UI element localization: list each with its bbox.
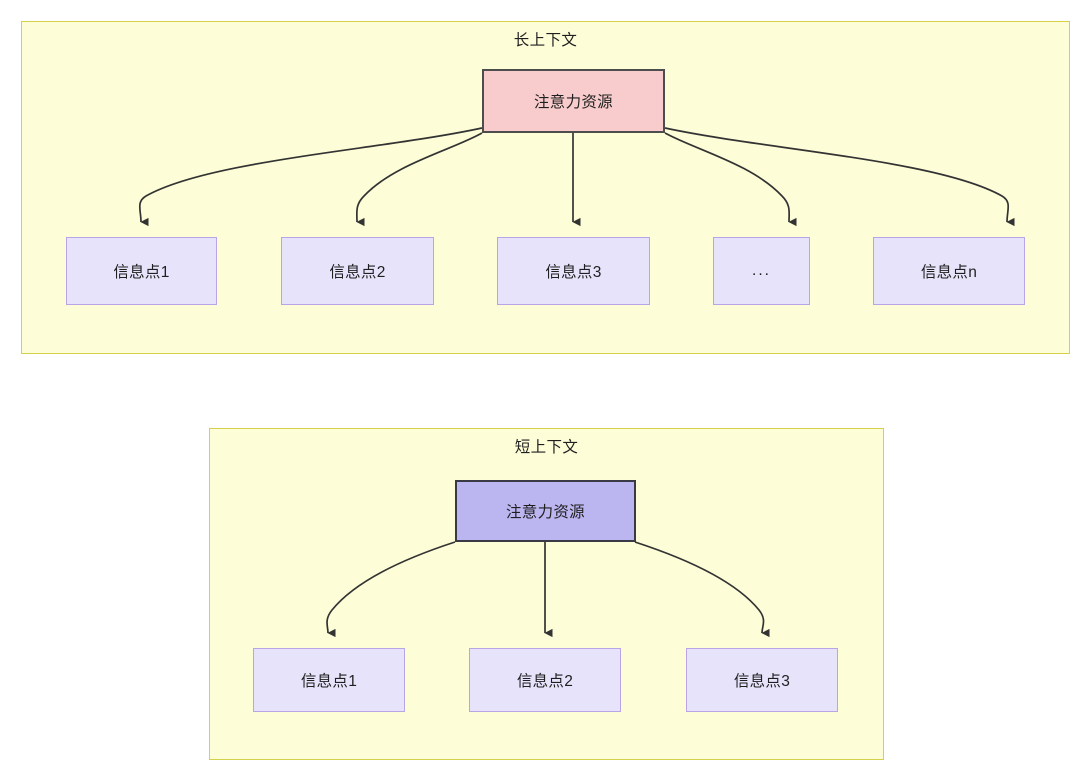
- node-label: 信息点1: [300, 673, 358, 690]
- edge-long-5: [664, 127, 1015, 227]
- node-label: ...: [752, 262, 771, 279]
- node-info-point-long-2[interactable]: 信息点2: [281, 237, 434, 305]
- node-label: 信息点n: [920, 264, 978, 281]
- node-label: 信息点1: [113, 264, 170, 281]
- node-label: 信息点3: [545, 264, 602, 281]
- edge-short-3: [634, 541, 770, 638]
- panel-long-context-title: 长上下文: [513, 32, 578, 49]
- node-info-point-short-2[interactable]: 信息点2: [469, 648, 621, 712]
- node-label: 注意力资源: [505, 504, 585, 521]
- edge-long-4: [664, 132, 797, 227]
- edge-long-1: [138, 127, 483, 227]
- node-info-point-long-3[interactable]: 信息点3: [497, 237, 650, 305]
- node-label: 信息点2: [329, 264, 386, 281]
- node-info-point-long-1[interactable]: 信息点1: [66, 237, 217, 305]
- panel-short-context-title: 短上下文: [514, 439, 579, 456]
- node-label: 信息点3: [733, 673, 791, 690]
- node-attention-resource-short[interactable]: 注意力资源: [455, 480, 636, 542]
- node-attention-resource-long[interactable]: 注意力资源: [482, 69, 665, 133]
- node-info-point-short-1[interactable]: 信息点1: [253, 648, 405, 712]
- node-label: 注意力资源: [533, 94, 613, 111]
- node-info-point-short-3[interactable]: 信息点3: [686, 648, 838, 712]
- node-label: 信息点2: [516, 673, 574, 690]
- node-info-point-long-ellipsis[interactable]: ...: [713, 237, 810, 305]
- node-info-point-long-n[interactable]: 信息点n: [873, 237, 1025, 305]
- edge-long-2: [355, 132, 483, 227]
- edge-short-1: [326, 541, 456, 638]
